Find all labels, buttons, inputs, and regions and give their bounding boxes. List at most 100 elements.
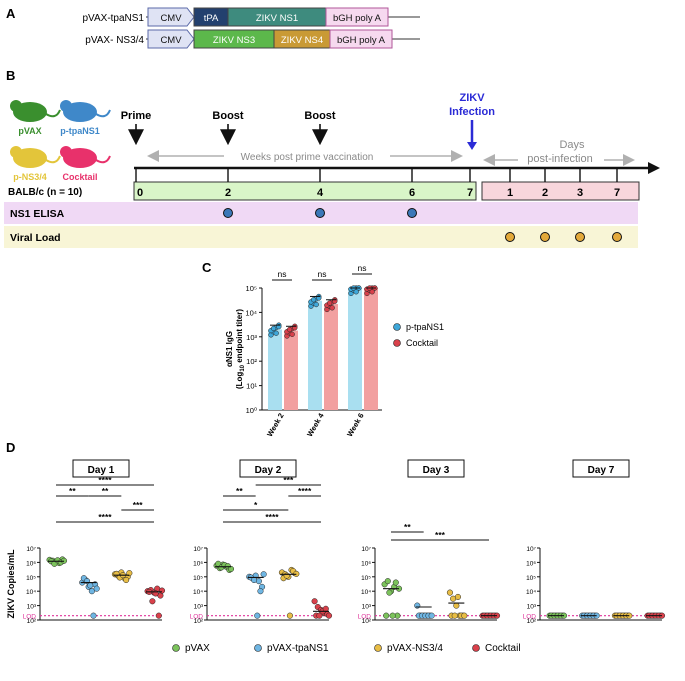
element-label: CMV xyxy=(160,13,182,24)
promoter-arrow xyxy=(147,7,195,27)
day-label: 3 xyxy=(577,187,583,199)
c-sig-text: ns xyxy=(278,269,287,279)
mouse-label: BALB/c (n = 10) xyxy=(8,187,82,198)
d-y-tick-label: 10⁵ xyxy=(526,575,536,582)
element-label: CMV xyxy=(160,35,182,46)
c-y-tick-label: 10¹ xyxy=(246,382,257,391)
d-point xyxy=(386,589,393,596)
d-y-tick-label: 10⁵ xyxy=(361,575,371,582)
d-y-tick-label: 10² xyxy=(27,618,37,625)
c-point xyxy=(329,305,335,311)
c-y-label: αNS1 IgG xyxy=(225,331,234,367)
mouse-ear xyxy=(10,100,22,112)
mouse-icon xyxy=(10,100,61,122)
panel-label-a: A xyxy=(6,6,16,21)
d-title-box xyxy=(239,459,297,478)
d-point xyxy=(283,572,290,579)
event-label: Prime xyxy=(121,110,152,122)
d-sig-text: ** xyxy=(404,522,411,532)
element-label: ZIKV NS4 xyxy=(281,35,323,46)
element-label: ZIKV NS3 xyxy=(213,35,255,46)
viral-timepoint xyxy=(575,232,585,242)
elisa-row-label: NS1 ELISA xyxy=(10,208,65,220)
event-label: Infection xyxy=(449,106,495,118)
viral-timepoint xyxy=(540,232,550,242)
d-lod-label: LOD xyxy=(523,614,537,621)
d-title-box xyxy=(72,459,130,478)
day-label: 7 xyxy=(614,187,620,199)
promoter-arrow xyxy=(147,29,195,49)
d-y-tick-label: 10³ xyxy=(527,604,537,611)
construct-name: pVAX- NS3/4 xyxy=(85,35,144,46)
d-point xyxy=(384,578,391,585)
d-sig-text: **** xyxy=(98,512,112,522)
mouse-ear xyxy=(60,146,72,158)
d-legend-label: Cocktail xyxy=(485,643,521,654)
panel-label-c: C xyxy=(202,260,212,275)
d-y-tick-label: 10⁶ xyxy=(526,560,536,567)
week-label: 2 xyxy=(225,187,231,199)
weeks-label: Weeks post prime vaccination xyxy=(241,152,374,163)
mouse-tail xyxy=(95,109,111,118)
group-label: p-NS3/4 xyxy=(13,172,47,182)
event-label: ZIKV xyxy=(459,92,485,104)
d-point xyxy=(454,593,461,600)
d-sig-text: **** xyxy=(98,475,112,485)
d-legend-marker xyxy=(172,644,180,652)
panel-label-d: D xyxy=(6,440,15,455)
d-legend-label: pVAX-tpaNS1 xyxy=(267,643,329,654)
d-point xyxy=(453,602,460,609)
d-title: Day 7 xyxy=(588,465,615,476)
d-y-tick-label: 10⁴ xyxy=(526,589,536,596)
week-label: 6 xyxy=(409,187,415,199)
d-point xyxy=(392,579,399,586)
c-point xyxy=(310,297,317,303)
c-legend-marker xyxy=(393,323,401,331)
d-y-tick-label: 10⁷ xyxy=(361,546,371,553)
event-label: Boost xyxy=(212,110,244,122)
c-bar xyxy=(348,288,362,410)
d-y-tick-label: 10⁶ xyxy=(193,560,203,567)
d-point xyxy=(155,612,162,619)
week-label: 4 xyxy=(317,187,324,199)
c-category-label: Week 6 xyxy=(345,412,366,439)
d-point xyxy=(325,612,333,619)
elisa-timepoint xyxy=(315,208,325,218)
c-point xyxy=(353,289,359,295)
d-legend-label: pVAX xyxy=(185,643,210,654)
c-category-label: Week 2 xyxy=(265,412,286,439)
mouse-tail xyxy=(95,155,111,164)
day-label: 1 xyxy=(507,187,513,199)
c-point xyxy=(313,301,319,308)
d-point xyxy=(461,612,468,619)
d-y-tick-label: 10⁷ xyxy=(526,546,536,553)
d-legend-marker xyxy=(374,644,382,652)
d-point xyxy=(257,588,264,595)
d-y-tick-label: 10³ xyxy=(194,604,204,611)
d-lod-label: LOD xyxy=(23,614,37,621)
mouse-ear xyxy=(10,146,22,158)
elisa-timepoint xyxy=(407,208,417,218)
mouse-ear xyxy=(60,100,72,112)
d-title: Day 3 xyxy=(423,465,450,476)
c-point xyxy=(326,300,333,306)
d-y-tick-label: 10⁴ xyxy=(361,589,371,596)
day-label: 2 xyxy=(542,187,548,199)
construct-element xyxy=(329,29,393,49)
d-lod-label: LOD xyxy=(190,614,204,621)
days-label: post-infection xyxy=(527,153,592,165)
mouse-tail xyxy=(45,109,61,118)
d-point xyxy=(90,612,97,619)
d-y-tick-label: 10⁴ xyxy=(26,589,36,596)
c-sig-text: ns xyxy=(318,269,327,279)
mouse-tail xyxy=(45,155,61,164)
d-point xyxy=(126,570,133,577)
c-category-label: Week 4 xyxy=(305,411,326,438)
d-legend-marker xyxy=(472,644,480,652)
d-y-tick-label: 10³ xyxy=(27,604,37,611)
